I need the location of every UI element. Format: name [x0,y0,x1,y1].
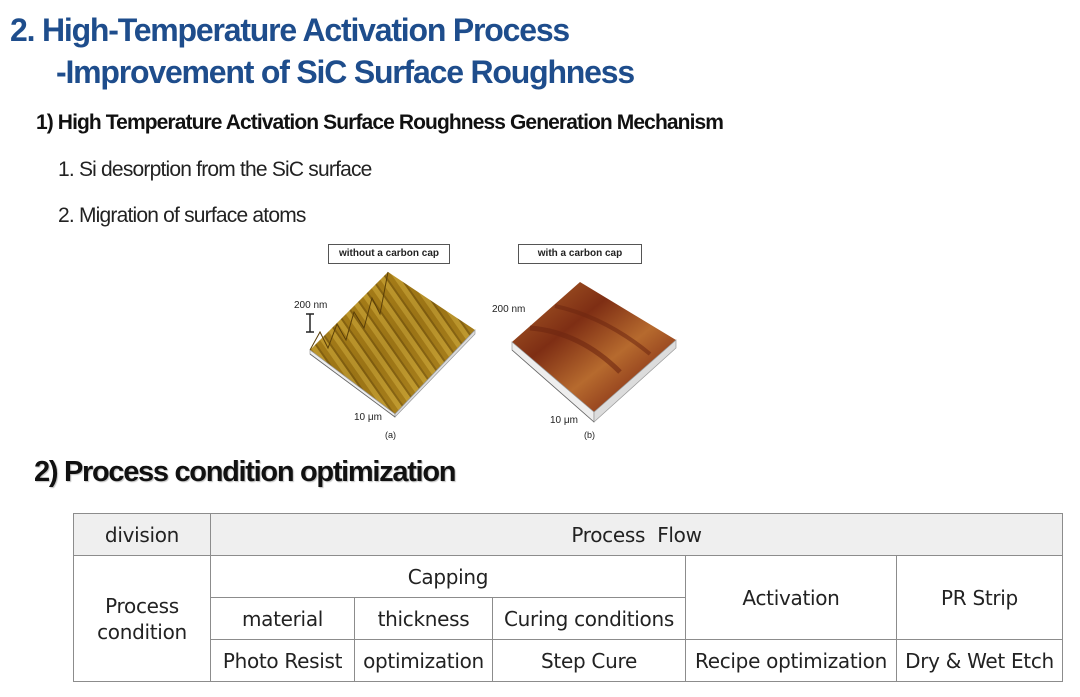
section2-heading: 2) Process condition optimization [34,456,456,488]
mechanism-item-2: 2. Migration of surface atoms [58,204,306,227]
slide-subtitle: -Improvement of SiC Surface Roughness [56,54,635,90]
table-row: Process condition Capping Activation PR … [73,555,1064,682]
pr-strip-cell: PR Strip [895,555,1064,640]
scale-z-a: 200 nm [294,300,327,311]
caption-with-carbon-cap: with a carbon cap [518,244,642,264]
slide-title: 2. High-Temperature Activation Process [10,12,570,48]
process-flow-table: division Process Flow Process condition … [73,513,1064,682]
recipe-optimization-cell: Recipe optimization [685,639,897,682]
scale-xy-b: 10 μm [550,415,578,426]
process-flow-header: Process Flow [209,513,1064,556]
panel-label-a: (a) [385,430,396,440]
table-row: Photo Resist optimization Step Cure Reci… [74,639,1064,682]
capping-cell: Capping [210,555,686,598]
afm-surface-figure: 200 nm 10 μm (a) 200 nm 10 μm (b) [294,271,677,440]
division-header: division [73,513,211,556]
section1-heading: 1) High Temperature Activation Surface R… [36,111,724,134]
optimization-cell: optimization [354,639,493,682]
dry-wet-etch-cell: Dry & Wet Etch [895,639,1064,682]
scale-z-b: 200 nm [492,304,525,315]
photo-resist-cell: Photo Resist [210,639,355,682]
curing-conditions-cell: Curing conditions [492,597,686,640]
mechanism-item-1: 1. Si desorption from the SiC surface [58,158,372,181]
step-cure-cell: Step Cure [492,639,686,682]
thickness-cell: thickness [354,597,493,640]
table-row: division Process Flow [73,513,1064,556]
caption-without-carbon-cap: without a carbon cap [328,244,450,264]
afm-smooth-surface [511,282,677,423]
material-cell: material [210,597,355,640]
panel-label-b: (b) [584,430,595,440]
process-condition-cell: Process condition [73,555,211,682]
activation-cell: Activation [685,555,897,640]
table-row: material thickness Curing conditions [74,597,1063,640]
scale-xy-a: 10 μm [354,412,382,423]
afm-rough-surface [306,271,476,418]
